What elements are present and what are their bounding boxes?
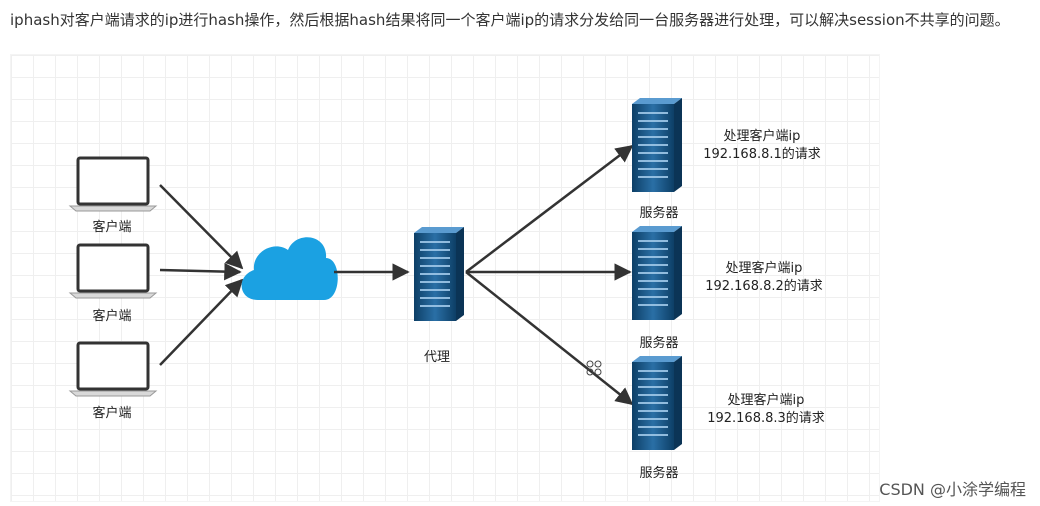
move-handle-icon [586, 360, 602, 376]
server-3-desc-line1: 处理客户端ip [727, 393, 805, 408]
arrow-client2-to-cloud [159, 262, 242, 281]
server-2-icon [632, 226, 682, 320]
arrow-proxy-to-server1 [465, 144, 634, 273]
server-label-3: 服务器 [639, 466, 679, 481]
server-1-desc-line2: 192.168.8.1的请求 [703, 147, 821, 162]
watermark-text: CSDN @小涂学编程 [879, 480, 1026, 499]
server-1-description: 处理客户端ip 192.168.8.1的请求 [703, 128, 821, 164]
server-3-icon [632, 356, 682, 450]
client-label-1: 客户端 [92, 220, 132, 235]
server-label-2: 服务器 [639, 336, 679, 351]
server-label-1: 服务器 [639, 206, 679, 221]
server-2-desc-line2: 192.168.8.2的请求 [705, 279, 823, 294]
arrow-client3-to-cloud [159, 278, 244, 366]
proxy-server-icon [414, 227, 464, 321]
caption-text: iphash对客户端请求的ip进行hash操作，然后根据hash结果将同一个客户… [10, 11, 1010, 29]
server-3-description: 处理客户端ip 192.168.8.3的请求 [707, 392, 825, 428]
arrow-client1-to-cloud [159, 184, 244, 270]
client-laptop-2-icon [68, 243, 158, 300]
proxy-label: 代理 [423, 350, 451, 365]
client-label-3: 客户端 [92, 406, 132, 421]
server-2-description: 处理客户端ip 192.168.8.2的请求 [705, 260, 823, 296]
server-2-desc-line1: 处理客户端ip [725, 261, 803, 276]
server-1-desc-line1: 处理客户端ip [723, 129, 801, 144]
server-3-desc-line2: 192.168.8.3的请求 [707, 411, 825, 426]
client-laptop-1-icon [68, 156, 158, 213]
client-laptop-3-icon [68, 341, 158, 398]
arrow-proxy-to-server3 [465, 271, 634, 406]
client-label-2: 客户端 [92, 309, 132, 324]
server-1-icon [632, 98, 682, 192]
cloud-icon [241, 237, 338, 300]
